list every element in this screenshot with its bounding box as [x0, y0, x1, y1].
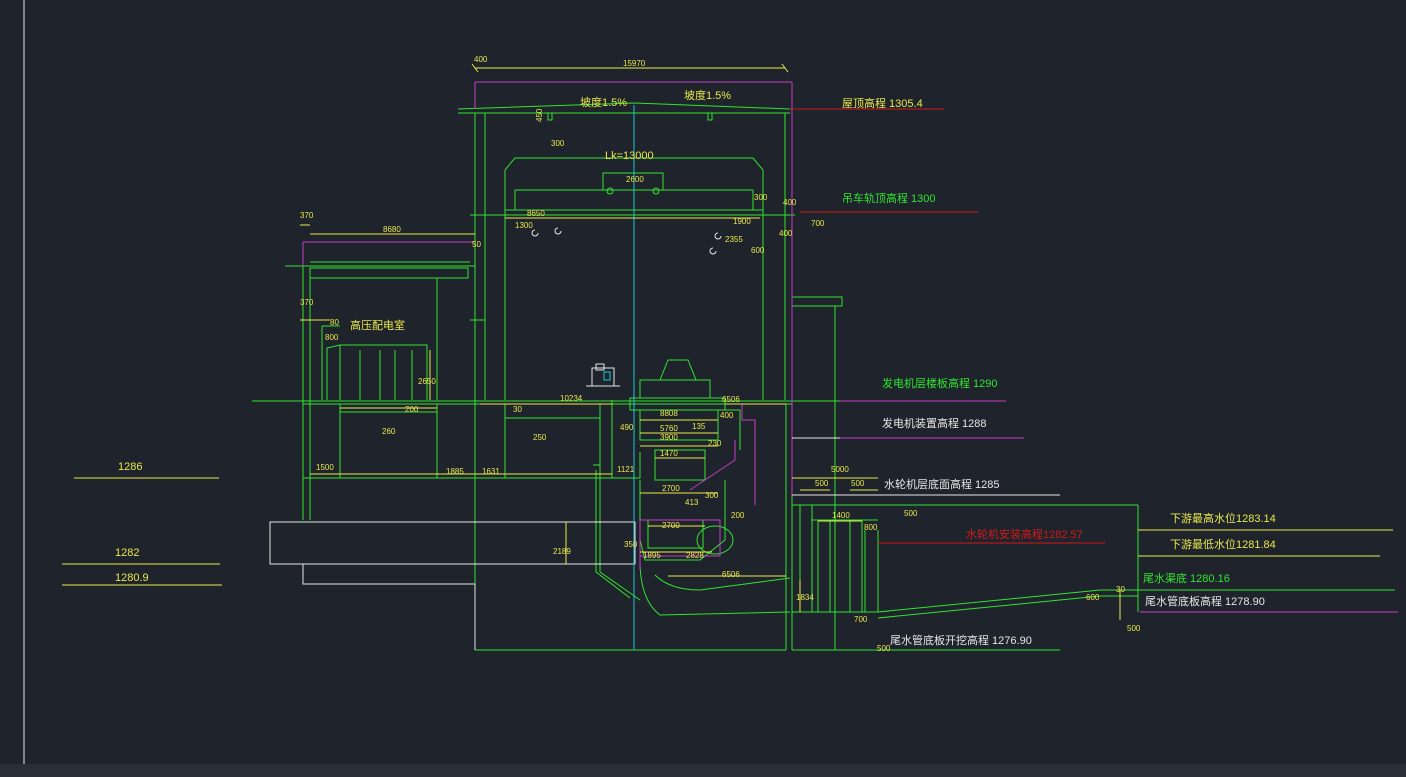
mark-1286: 1286 — [118, 461, 142, 473]
dim: 500 — [1127, 624, 1141, 633]
dim: 8808 — [660, 409, 678, 418]
dim: 350 — [624, 540, 638, 549]
draft-tube-excavation-label: 尾水管底板开挖高程 1276.90 — [890, 633, 1032, 647]
elevation-labels: 屋顶高程 1305.4 吊车轨顶高程 1300 发电机层楼板高程 1290 发电… — [115, 96, 1276, 647]
dim: 500 — [877, 644, 891, 653]
dim: 8650 — [527, 209, 545, 218]
dim: 800 — [325, 333, 339, 342]
dim: 15970 — [623, 59, 646, 68]
hook-icon — [714, 232, 722, 240]
dim: 400 — [720, 411, 734, 420]
dim: 5760 — [660, 424, 678, 433]
dim: 700 — [811, 219, 825, 228]
dim: 2700 — [662, 521, 680, 530]
dim: 3900 — [660, 433, 678, 442]
dim: 500 — [851, 479, 865, 488]
dim: 2828 — [686, 551, 704, 560]
slope-left-label: 坡度1.5% — [580, 95, 627, 109]
dim: 1300 — [515, 221, 533, 230]
dim: 30 — [1116, 585, 1125, 594]
room-labels: 高压配电室 坡度1.5% 坡度1.5% Lk=13000 — [350, 88, 731, 332]
dim: 5000 — [831, 465, 849, 474]
dim: 400 — [474, 55, 488, 64]
dim: 230 — [708, 439, 722, 448]
dim: 800 — [864, 523, 878, 532]
magenta-outline — [302, 81, 1398, 613]
dim: 600 — [1086, 593, 1100, 602]
dimension-lines — [62, 63, 1393, 620]
dim: 490 — [620, 423, 634, 432]
turbine-install-elevation-label: 水轮机安装高程1282.57 — [966, 527, 1083, 541]
dim: 8680 — [383, 225, 401, 234]
downstream-high-water-label: 下游最高水位1283.14 — [1170, 511, 1276, 525]
crane-hooks — [531, 227, 722, 255]
control-panel-symbol — [586, 363, 620, 387]
hv-room-label: 高压配电室 — [350, 318, 405, 332]
turbine-floor-elevation-label: 水轮机层底面高程 1285 — [884, 477, 1000, 491]
crane-rail-elevation-label: 吊车轨顶高程 1300 — [842, 191, 936, 205]
dim: 135 — [692, 422, 706, 431]
dim: 1121 — [617, 465, 635, 474]
dim: 400 — [783, 198, 797, 207]
dim: 2355 — [725, 235, 743, 244]
dim: 2600 — [626, 175, 644, 184]
mark-1282: 1282 — [115, 547, 139, 559]
dim: 2189 — [553, 547, 571, 556]
dim: 80 — [330, 318, 339, 327]
dim: 10234 — [560, 394, 583, 403]
dim: 500 — [904, 509, 918, 518]
dim: 400 — [779, 229, 793, 238]
dim: 300 — [754, 193, 768, 202]
dim: 200 — [731, 511, 745, 520]
dim: 700 — [854, 615, 868, 624]
dimension-numbers: 400 15970 450 300 370 8680 50 2600 8650 … — [300, 55, 1141, 653]
dim: 1885 — [446, 467, 464, 476]
status-bar — [0, 764, 1406, 777]
dim: 500 — [815, 479, 829, 488]
slope-right-label: 坡度1.5% — [684, 88, 731, 102]
hook-icon — [531, 229, 539, 237]
structure-lines — [62, 63, 1398, 651]
dim: 50 — [472, 240, 481, 249]
mark-1280-9: 1280.9 — [115, 572, 149, 584]
dim: 250 — [533, 433, 547, 442]
white-lines — [269, 437, 840, 650]
dim: 6506 — [722, 395, 740, 404]
dim: 1631 — [482, 467, 500, 476]
dim: 30 — [513, 405, 522, 414]
dim: 260 — [382, 427, 396, 436]
dim: 2650 — [418, 377, 436, 386]
draft-tube-floor-label: 尾水管底板高程 1278.90 — [1145, 594, 1265, 608]
tailrace-bottom-label: 尾水渠底 1280.16 — [1143, 571, 1230, 585]
generator-floor-elevation-label: 发电机层楼板高程 1290 — [882, 376, 998, 390]
roof-elevation-label: 屋顶高程 1305.4 — [842, 96, 923, 110]
dim: 1834 — [796, 593, 814, 602]
dim: 370 — [300, 298, 314, 307]
dim: 1500 — [316, 463, 334, 472]
red-lines — [790, 108, 1105, 544]
downstream-low-water-label: 下游最低水位1281.84 — [1170, 537, 1276, 551]
dim: 450 — [535, 108, 544, 122]
dim: 370 — [300, 211, 314, 220]
dim: 300 — [551, 139, 565, 148]
dim: 200 — [405, 405, 419, 414]
dim: 1895 — [643, 551, 661, 560]
dim: 2700 — [662, 484, 680, 493]
dim: 1900 — [733, 217, 751, 226]
dim: 1470 — [660, 449, 678, 458]
dim: 300 — [705, 491, 719, 500]
hook-icon — [709, 247, 717, 255]
hook-icon — [554, 227, 562, 235]
crane-span-label: Lk=13000 — [605, 150, 654, 162]
dim: 413 — [685, 498, 699, 507]
dim: 1400 — [832, 511, 850, 520]
dim: 600 — [751, 246, 765, 255]
dim: 6506 — [722, 570, 740, 579]
generator-install-elevation-label: 发电机装置高程 1288 — [882, 416, 987, 430]
